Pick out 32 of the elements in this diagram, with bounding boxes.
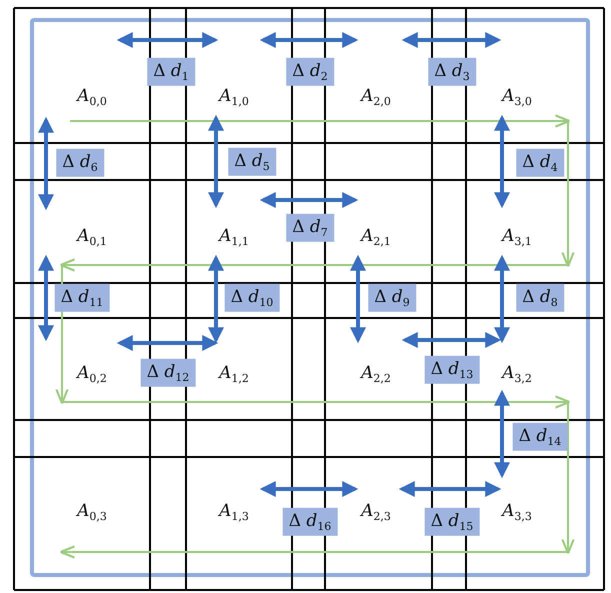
cell-label: A$_{0,0}$ — [77, 86, 107, 108]
displacement-label: Δ d$_{4}$ — [516, 148, 564, 178]
displacement-label: Δ d$_{1}$ — [147, 58, 195, 86]
cell-label: A$_{2,0}$ — [361, 86, 391, 108]
displacement-label: Δ d$_{9}$ — [368, 284, 416, 312]
displacement-label: Δ d$_{16}$ — [282, 508, 338, 536]
displacement-label: Δ d$_{2}$ — [286, 58, 334, 86]
displacement-label: Δ d$_{13}$ — [424, 356, 480, 384]
cell-label: A$_{0,1}$ — [77, 226, 107, 248]
cell-label: A$_{3,1}$ — [502, 226, 532, 248]
cell-label: A$_{2,3}$ — [361, 500, 391, 524]
cell-label: A$_{0,2}$ — [77, 362, 107, 386]
cell-label: A$_{3,2}$ — [502, 362, 532, 386]
displacement-label: Δ d$_{12}$ — [140, 358, 196, 388]
displacement-label: Δ d$_{3}$ — [428, 58, 476, 86]
cell-label: A$_{3,3}$ — [502, 500, 532, 524]
cell-label: A$_{1,3}$ — [219, 500, 249, 524]
displacement-label: Δ d$_{15}$ — [424, 508, 480, 536]
displacement-label: Δ d$_{14}$ — [512, 422, 568, 452]
cell-label: A$_{2,1}$ — [361, 226, 391, 248]
displacement-label: Δ d$_{7}$ — [286, 214, 334, 242]
cell-label: A$_{3,0}$ — [502, 86, 532, 108]
displacement-label: Δ d$_{6}$ — [56, 148, 104, 178]
displacement-label: Δ d$_{5}$ — [228, 148, 276, 176]
displacement-label: Δ d$_{11}$ — [54, 284, 110, 312]
cell-label: A$_{1,2}$ — [219, 362, 249, 386]
cell-label: A$_{2,2}$ — [361, 362, 391, 386]
cell-label: A$_{1,0}$ — [219, 86, 249, 108]
cell-label: A$_{0,3}$ — [77, 500, 107, 524]
displacement-label: Δ d$_{8}$ — [516, 284, 564, 312]
displacement-label: Δ d$_{10}$ — [224, 284, 280, 312]
cell-label: A$_{1,1}$ — [219, 226, 249, 248]
